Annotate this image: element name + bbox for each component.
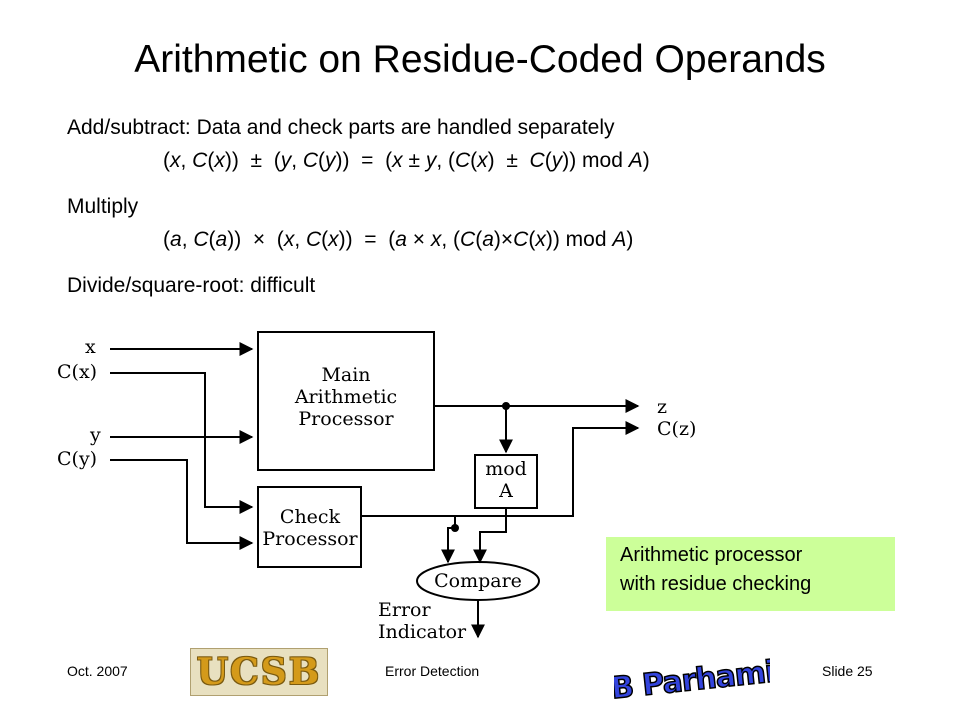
- footer-slide-number: Slide 25: [822, 663, 873, 679]
- output-z-label: z: [657, 396, 667, 418]
- author-logo-text: B Parhami: [614, 655, 770, 702]
- output-cz-label: C(z): [657, 418, 696, 440]
- check-processor-box: [257, 486, 362, 568]
- mod-label-1: mod: [485, 458, 527, 480]
- error-indicator-label-2: Indicator: [378, 621, 467, 643]
- author-logo: B Parhami: [614, 654, 770, 702]
- cz-output-wire: [361, 421, 640, 517]
- main-processor-label-2: Arithmetic: [294, 386, 397, 408]
- ucsb-logo: UCSB: [190, 648, 328, 696]
- footer-date: Oct. 2007: [67, 663, 128, 679]
- cz-junction-dot: [451, 524, 459, 532]
- caption-line-2: with residue checking: [620, 573, 812, 595]
- footer-title: Error Detection: [385, 663, 480, 679]
- input-cx-label: C(x): [57, 361, 97, 383]
- main-processor-label-3: Processor: [298, 408, 394, 430]
- check-to-compare-wire: [441, 516, 456, 564]
- add-subtract-heading: Add/subtract: Data and check parts are h…: [67, 116, 615, 139]
- check-processor-label-2: Processor: [262, 528, 358, 550]
- diagram-caption: Arithmetic processor with residue checki…: [606, 537, 895, 611]
- add-subtract-formula: (x, C(x)) ± (y, C(y)) = (x ± y, (C(x) ± …: [163, 149, 650, 172]
- main-processor-label-1: Main: [321, 364, 370, 386]
- slide-title: Arithmetic on Residue-Coded Operands: [134, 38, 826, 81]
- input-x-label: x: [85, 336, 96, 358]
- cx-to-check-wire: [110, 372, 254, 514]
- check-processor-label-1: Check: [280, 506, 341, 528]
- z-junction-dot: [502, 402, 510, 410]
- input-cy-label: C(y): [57, 448, 97, 470]
- cy-to-check-wire: [110, 459, 254, 550]
- caption-line-1: Arithmetic processor: [620, 544, 803, 566]
- mod-to-compare-wire: [473, 508, 507, 564]
- main-processor-box: [257, 331, 435, 471]
- multiply-formula: (a, C(a)) × (x, C(x)) = (a × x, (C(a)×C(…: [163, 228, 634, 251]
- mod-label-2: A: [498, 480, 513, 502]
- divide-heading: Divide/square-root: difficult: [67, 274, 316, 297]
- ucsb-logo-text: UCSB: [196, 651, 322, 693]
- compare-label: Compare: [434, 570, 522, 592]
- input-y-label: y: [89, 424, 101, 446]
- error-indicator-label-1: Error: [378, 599, 431, 621]
- multiply-heading: Multiply: [67, 195, 139, 218]
